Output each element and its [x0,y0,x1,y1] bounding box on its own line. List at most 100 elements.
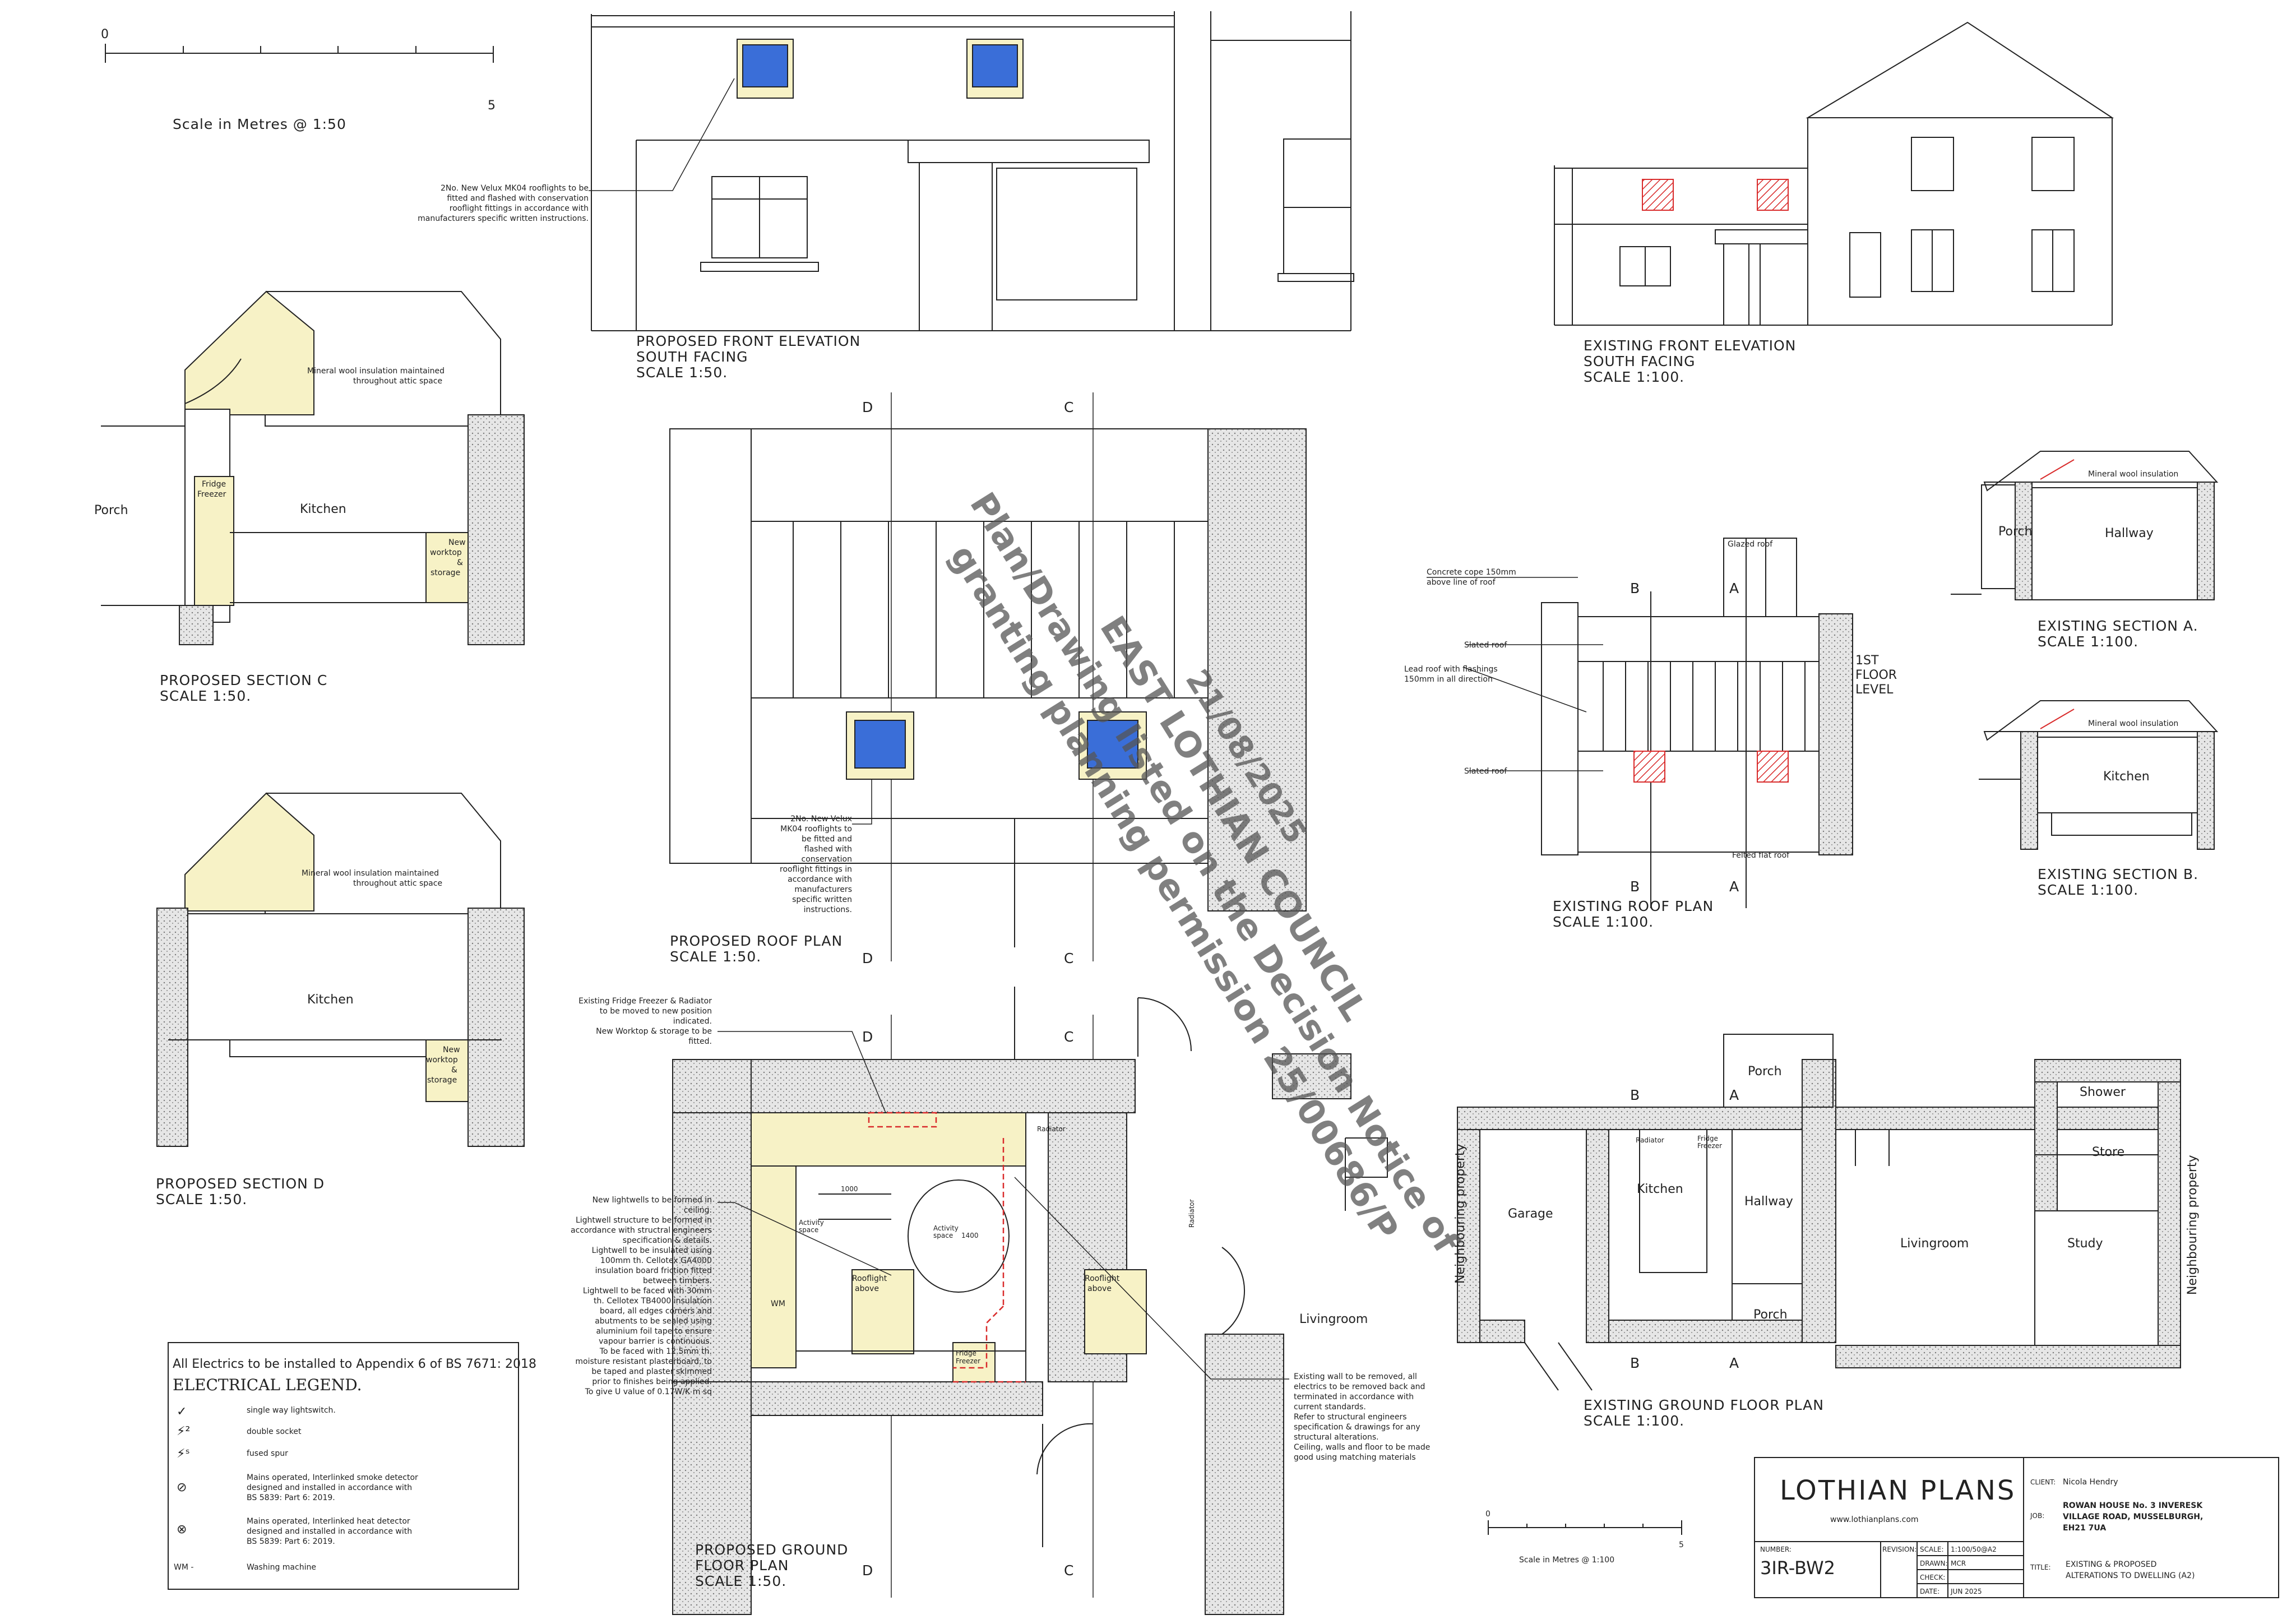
pgf-activity2-3: 1400 [961,1232,979,1239]
marker-d-mid: D [862,950,873,966]
egf-kitchen: Kitchen [1637,1182,1683,1196]
electrical-legend: All Electrics to be installed to Appendi… [173,1357,536,1572]
pfe-sub: SOUTH FACING [636,349,748,365]
marker-a-bottom: A [1729,878,1739,895]
pgf-lw-6: Lightwell to be insulated using [592,1246,712,1255]
erp-first-floor-1: 1ST [1855,654,1879,668]
scale-bottom-label: Scale in Metres @ 1:100 [1519,1556,1614,1565]
existing-roof-plan [1541,538,1853,908]
pfe-scale: SCALE 1:50. [636,364,728,381]
egf-store: Store [2092,1145,2124,1159]
number-label: NUMBER: [1760,1546,1792,1553]
existing-ground-floor-plan [1457,1034,2181,1391]
sec-c-worktop-2: worktop [430,548,462,557]
leader-lines [589,78,1603,1380]
pgf-lw-14: aluminium foil tape to ensure [596,1327,712,1336]
sec-d-title: PROPOSED SECTION D [156,1176,325,1192]
esa-insulation: Mineral wool insulation [2088,470,2178,479]
pgf-lw-12: board, all edges corners and [600,1307,712,1316]
legend-title: ELECTRICAL LEGEND. [173,1376,362,1394]
esa-scale: SCALE 1:100. [2038,633,2138,650]
scale-top-label: Scale in Metres @ 1:50 [173,116,346,132]
demolition-lines [868,1112,1026,1383]
pgf-wall-3: terminated in accordance with [1294,1392,1414,1401]
esb-kitchen: Kitchen [2103,770,2150,784]
existing-roof-plan-text: Concrete cope 150mm above line of roof S… [1404,540,1897,930]
pgf-wm: WM [771,1299,785,1308]
sec-d-worktop-2: worktop [426,1056,458,1065]
legend-header: All Electrics to be installed to Appendi… [173,1357,536,1371]
pgf-fridge-1: Existing Fridge Freezer & Radiator [578,997,712,1006]
erp-slated-2: Slated roof [1464,767,1507,776]
efe-sub: SOUTH FACING [1584,353,1696,369]
pgf-dim-1000: 1000 [841,1185,858,1193]
pgf-lw-4: accordance with structral engineers [571,1226,712,1235]
pgf-lw-17: moisture resistant plasterboard, to [575,1357,712,1366]
existing-sections-text: Mineral wool insulation Porch Hallway EX… [1998,470,2198,898]
proposed-roof-plan [669,428,1307,947]
scale-bar-bottom [1488,1520,1682,1535]
prp-note-4: flashed with [804,845,852,854]
legend-text-heat-2: designed and installed in accordance wit… [247,1527,412,1536]
marker-b-gf-top: B [1630,1087,1640,1103]
sec-c-title: PROPOSED SECTION C [160,672,327,688]
marker-c-bottom: C [1064,1562,1074,1579]
prp-note-5: conservation [802,855,852,864]
date-value: JUN 2025 [1950,1588,1982,1595]
date-label: DATE: [1920,1588,1939,1595]
marker-a-gf-top: A [1729,1087,1739,1103]
pgf-activity2-1: Activity [933,1224,959,1232]
egf-study: Study [2067,1237,2103,1251]
scale-bar-top [105,44,494,63]
esa-porch: Porch [1998,525,2033,539]
sec-c-scale: SCALE 1:50. [160,688,251,704]
scale-top-five: 5 [488,99,496,113]
erp-slated-1: Slated roof [1464,641,1507,650]
pgf-wall-9: good using matching materials [1294,1453,1416,1462]
legend-symbol-switch: ✓ [177,1405,187,1419]
pgf-wall-5: Refer to structural engineers [1294,1413,1407,1422]
proposed-front-elevation [591,11,1354,331]
marker-c-top: C [1064,399,1074,415]
section-d-text: Mineral wool insulation maintained throu… [156,869,460,1207]
erp-lead-2: 150mm in all direction [1404,675,1493,684]
prp-note-3: be fitted and [802,835,852,844]
proposed-ground-floor-text: Existing Fridge Freezer & Radiator to be… [571,997,1430,1589]
egf-fridge-2: Freezer [1697,1142,1722,1150]
sec-c-fridge-1: Fridge [202,480,226,489]
legend-symbol-double-socket: ⚡² [177,1424,190,1438]
job-line-3: EH21 7UA [2063,1524,2106,1533]
title-line-2: ALTERATIONS TO DWELLING (A2) [2066,1571,2195,1580]
job-line-2: VILLAGE ROAD, MUSSELBURGH, [2063,1512,2203,1521]
pgf-activity1-1: Activity [799,1219,824,1227]
pgf-radiator-2: Radiator [1188,1199,1196,1228]
pgf-wall-7: structural alterations. [1294,1433,1379,1442]
marker-b-gf-bottom: B [1630,1355,1640,1371]
sec-d-kitchen: Kitchen [307,993,354,1007]
title-label: TITLE: [2030,1563,2051,1571]
pgf-livingroom: Livingroom [1299,1312,1368,1326]
title-line-1: EXISTING & PROPOSED [2066,1560,2156,1569]
egf-neighbour-right: Neighbouring property [2186,1155,2200,1295]
company-web: www.lothianplans.com [1830,1515,1919,1524]
pgf-wall-2: electrics to be removed back and [1294,1382,1425,1391]
scale-bottom-five: 5 [1679,1540,1684,1549]
existing-section-a [1951,451,2219,600]
legend-text-switch: single way lightswitch. [247,1406,336,1415]
pgf-title-1: PROPOSED GROUND [695,1542,848,1558]
marker-b-bottom: B [1630,878,1640,895]
pgf-radiator: Radiator [1037,1125,1066,1133]
pgf-lw-18: be taped and plaster skimmed [591,1367,712,1376]
egf-scale: SCALE 1:100. [1584,1413,1684,1429]
proposed-roof-plan-text: 2No. New Velux MK04 rooflights to be fit… [670,815,852,965]
esb-title: EXISTING SECTION B. [2038,866,2198,882]
marker-c-mid: C [1064,950,1074,966]
egf-fridge-1: Fridge [1697,1135,1718,1142]
legend-text-heat-3: BS 5839: Part 6: 2019. [247,1537,335,1546]
efe-title: EXISTING FRONT ELEVATION [1584,337,1796,354]
sec-d-worktop-4: storage [427,1076,457,1085]
pgf-lw-11: th. Cellotex TB4000 insulation [594,1297,712,1306]
legend-symbol-fused-spur: ⚡ˢ [177,1447,190,1461]
marker-c-low: C [1064,1029,1074,1045]
sec-c-insulation-2: throughout attic space [353,377,442,386]
